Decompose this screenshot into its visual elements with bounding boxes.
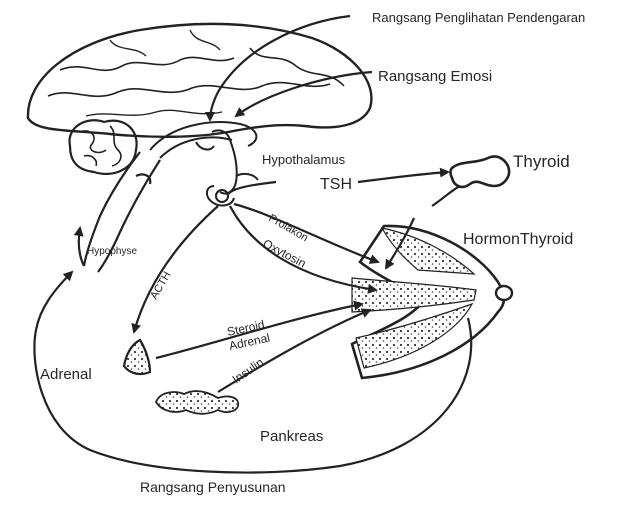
hypothalamus-region bbox=[207, 130, 258, 205]
label-pankreas: Pankreas bbox=[260, 428, 323, 445]
cerebellum bbox=[70, 120, 137, 174]
label-adrenal: Adrenal bbox=[40, 366, 92, 383]
label-rangsang-emosi: Rangsang Emosi bbox=[378, 68, 492, 85]
thyroid-to-hormone-line bbox=[432, 186, 460, 206]
arrow-emotional-stimulus bbox=[236, 72, 372, 116]
label-tsh: TSH bbox=[320, 176, 352, 194]
arrow-acth bbox=[134, 206, 218, 332]
arrow-oxytocin bbox=[230, 206, 376, 290]
label-hormon-thyroid: HormonThyroid bbox=[463, 231, 573, 249]
inner-brain bbox=[150, 122, 256, 158]
pancreas bbox=[156, 391, 238, 414]
label-hypophyse: Hypophyse bbox=[87, 246, 137, 257]
arrow-tsh-to-thyroid bbox=[358, 172, 448, 182]
label-rangsang-penglihatan: Rangsang Penglihatan Pendengaran bbox=[372, 10, 585, 25]
adrenal-gland bbox=[124, 340, 150, 374]
label-thyroid: Thyroid bbox=[513, 152, 570, 172]
arrow-stem-up bbox=[79, 228, 84, 266]
label-rangsang-penyusunan: Rangsang Penyusunan bbox=[140, 479, 286, 495]
arrow-visual-stimulus bbox=[210, 16, 350, 120]
label-insulin: Insulin bbox=[230, 355, 266, 386]
thyroid-gland bbox=[451, 156, 510, 186]
label-hypothalamus: Hypothalamus bbox=[262, 152, 345, 167]
